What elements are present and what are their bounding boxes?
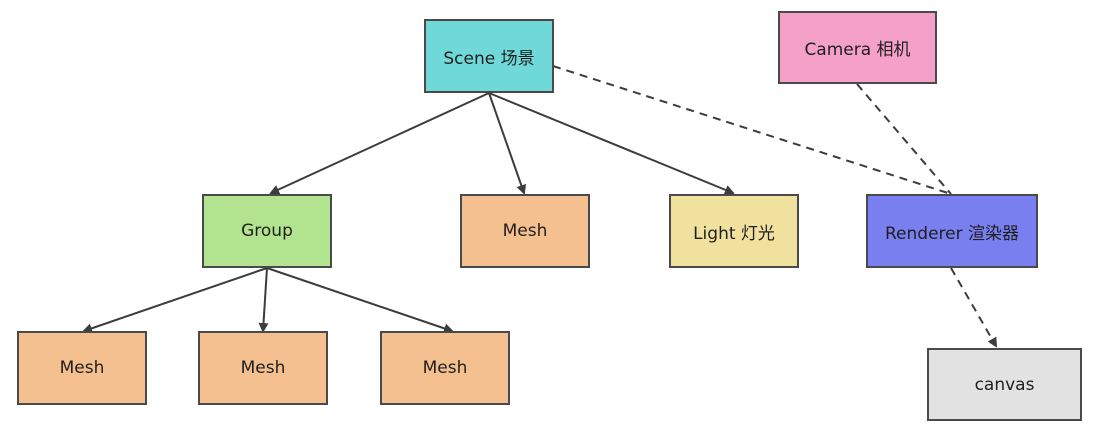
camera-label: Camera 相机 bbox=[804, 40, 911, 60]
canvas-node: canvas bbox=[927, 348, 1082, 421]
edge-group-mesh-1 bbox=[82, 267, 268, 334]
mesh-node-2: Mesh bbox=[198, 331, 328, 405]
edge-renderer-canvas bbox=[950, 267, 997, 348]
light-node: Light 灯光 bbox=[669, 194, 799, 268]
edge-group-mesh-2 bbox=[258, 267, 269, 333]
light-label: Light 灯光 bbox=[693, 223, 775, 244]
edge-camera-renderer bbox=[856, 83, 952, 195]
edge-scene-light bbox=[488, 92, 735, 195]
mesh-2-label: Mesh bbox=[240, 358, 286, 378]
edge-scene-group bbox=[269, 92, 490, 195]
mesh-3-label: Mesh bbox=[422, 358, 468, 378]
canvas-label: canvas bbox=[974, 374, 1035, 395]
group-node: Group bbox=[202, 194, 332, 268]
camera-node: Camera 相机 bbox=[778, 11, 937, 84]
renderer-node: Renderer 渲染器 bbox=[866, 194, 1038, 268]
mesh-center-label: Mesh bbox=[502, 221, 548, 241]
group-label: Group bbox=[241, 221, 293, 241]
mesh-node-1: Mesh bbox=[17, 331, 147, 405]
scene-node: Scene 场景 bbox=[424, 19, 554, 93]
edge-scene-renderer bbox=[552, 65, 952, 195]
edge-group-mesh-3 bbox=[266, 267, 454, 334]
mesh-node-3: Mesh bbox=[380, 331, 510, 405]
edge-scene-mesh bbox=[488, 92, 527, 195]
scene-label: Scene 场景 bbox=[443, 48, 535, 69]
mesh-node-center: Mesh bbox=[460, 194, 590, 268]
mesh-1-label: Mesh bbox=[59, 358, 105, 378]
renderer-label: Renderer 渲染器 bbox=[885, 223, 1019, 244]
